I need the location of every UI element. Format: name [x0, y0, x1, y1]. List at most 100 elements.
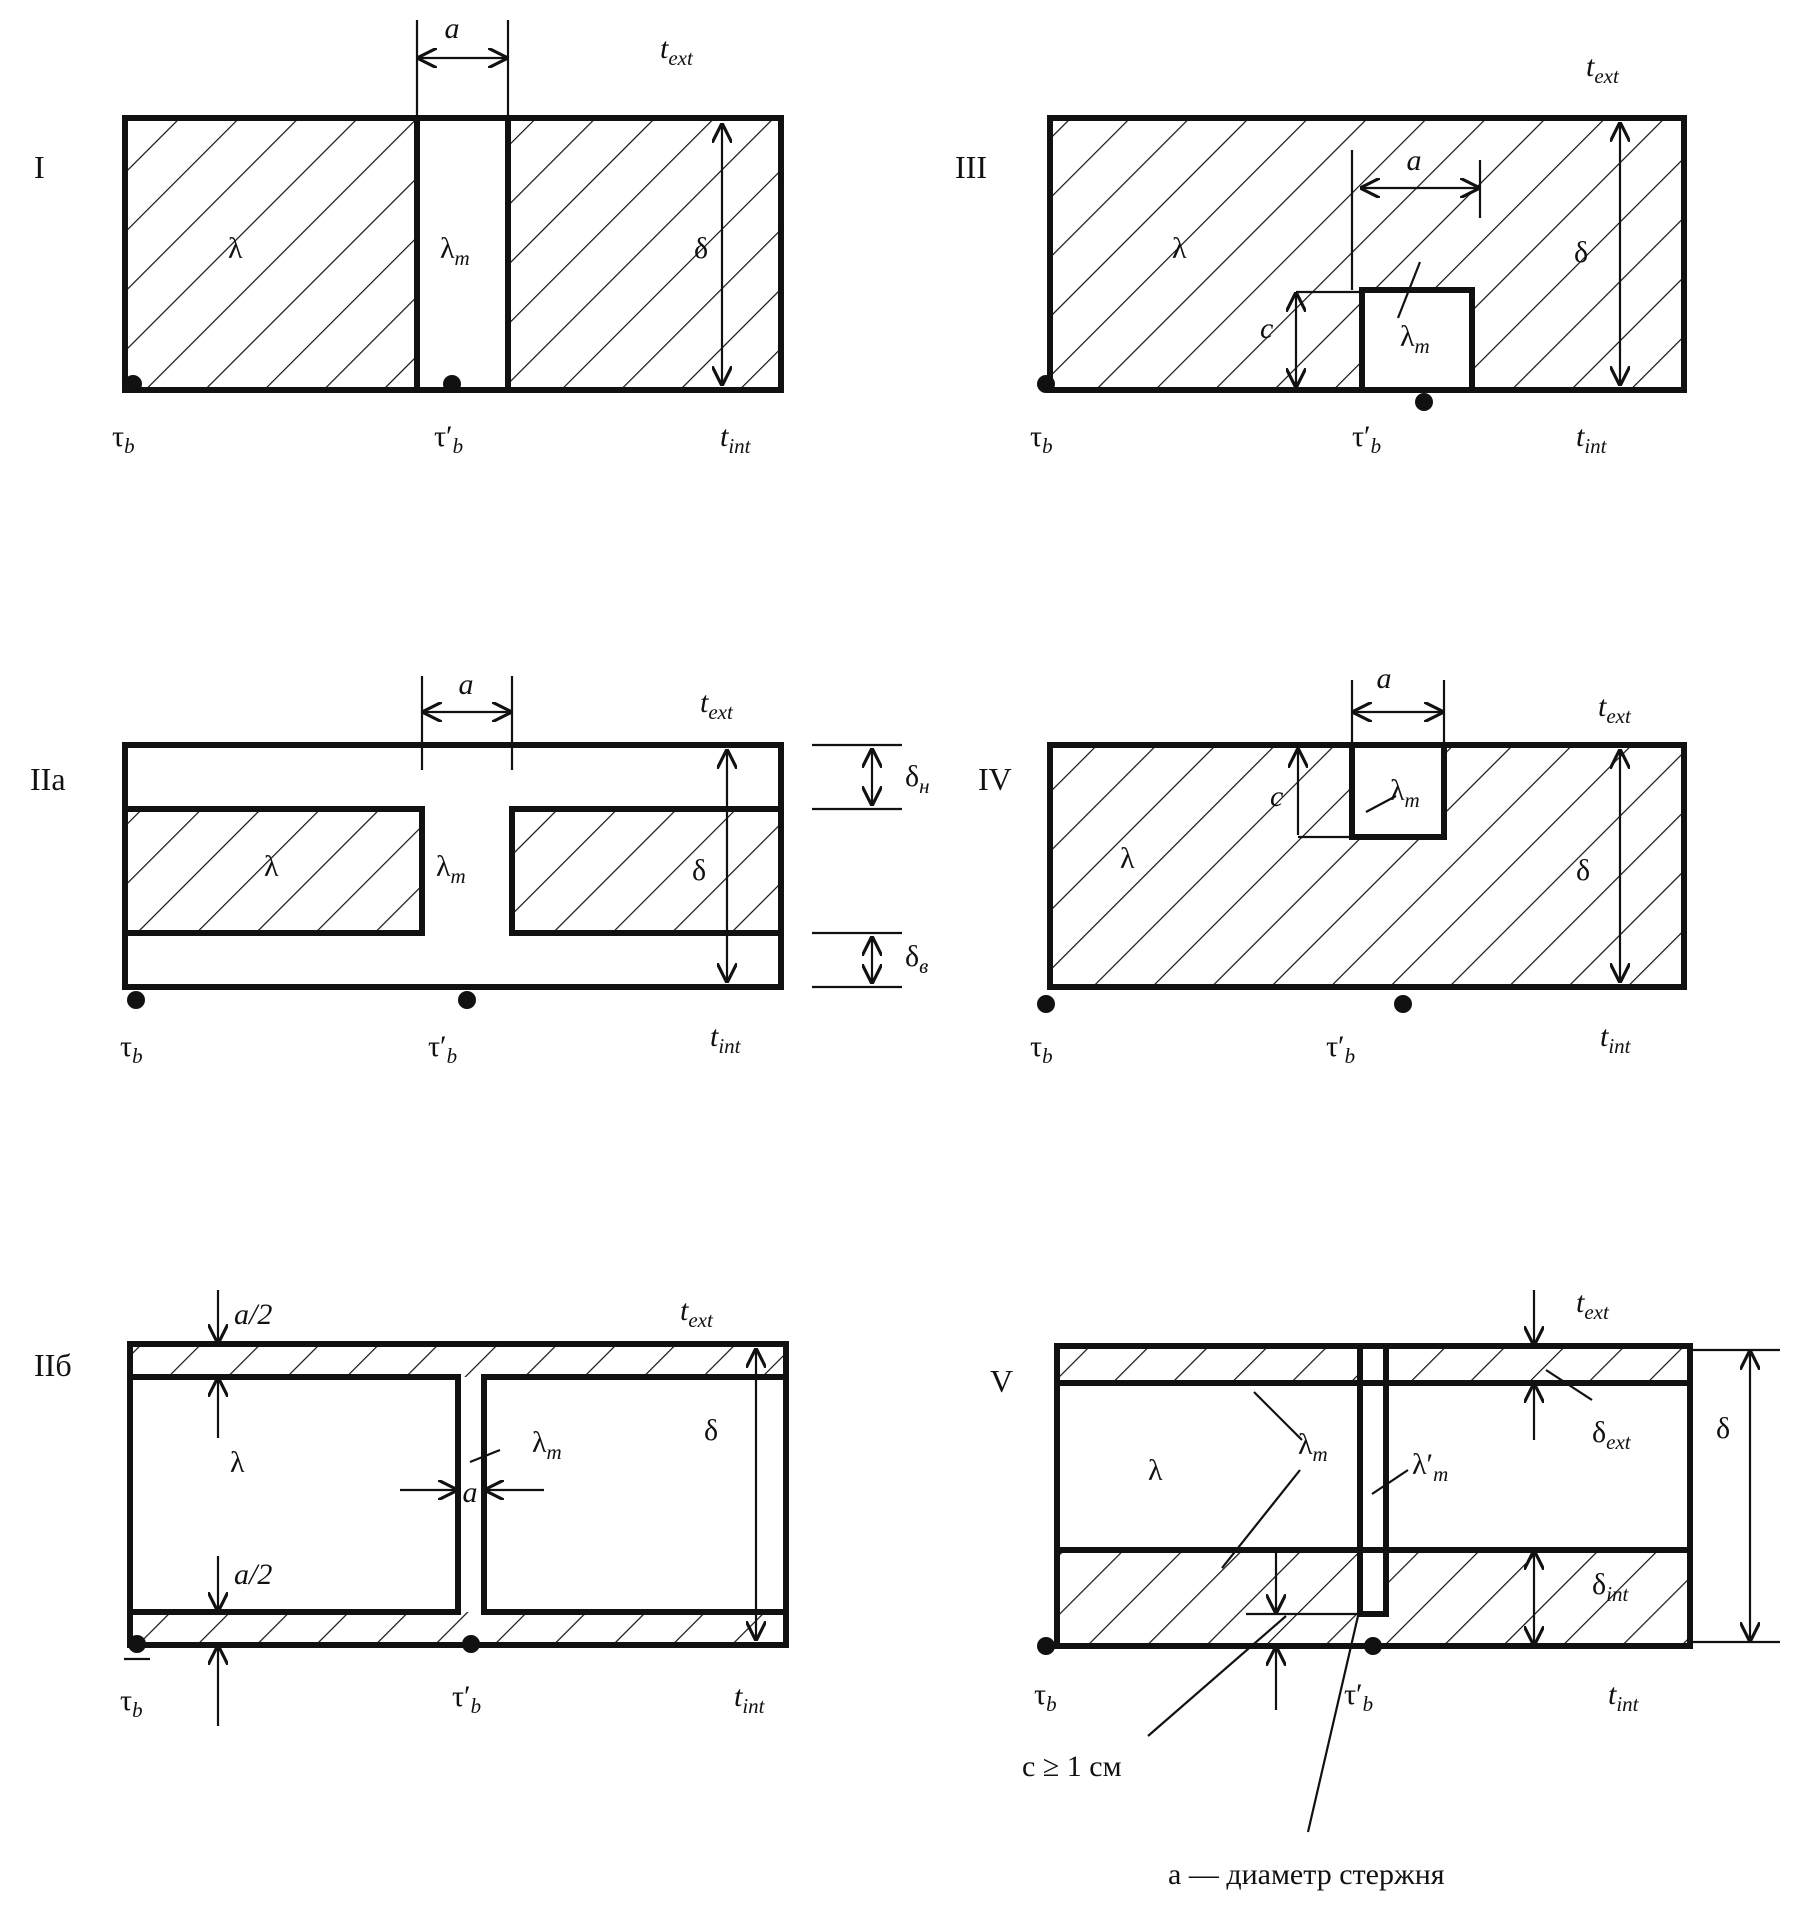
panel-V-delta-int: δint	[1592, 1568, 1629, 1606]
panel-III-label: III	[955, 149, 987, 185]
panel-V-lambda: λ	[1148, 1454, 1163, 1487]
panel-IIb: IIб a/2 a/2 a text λ λm δ τb τ′b tint	[34, 1290, 789, 1726]
panel-III-t-ext: text	[1586, 50, 1620, 88]
panel-IV-tau-b-prime: τ′b	[1326, 1030, 1355, 1068]
panel-IIb-lambda-m: λm	[532, 1426, 562, 1464]
panel-IIa-a-label: a	[459, 668, 474, 701]
panel-V-rod-fill	[1360, 1346, 1386, 1614]
panel-V-c-note-leader	[1147, 1615, 1287, 1737]
panel-V-point-tau-b	[1037, 1637, 1055, 1655]
panel-IIb-a-label: a	[463, 1476, 478, 1509]
panel-IIa: IIa a text λ λm δ δн δв τb τ′b tint	[30, 668, 930, 1068]
panel-IV: IV a c text λ λm δ τb τ′b tint	[978, 662, 1687, 1068]
panel-IIa-delta-v: δв	[905, 940, 928, 978]
panel-IIb-right-cell	[481, 1374, 786, 1615]
panel-V-delta-ext: δext	[1592, 1416, 1632, 1454]
panel-IIb-tau-b-prime: τ′b	[452, 1680, 481, 1718]
panel-IV-leader	[1365, 795, 1397, 813]
panel-IV-c-label: c	[1270, 780, 1283, 813]
panel-V-tau-b-prime: τ′b	[1344, 1678, 1373, 1716]
panel-I-tau-b-prime: τ′b	[434, 420, 463, 458]
panel-IIa-t-ext: text	[700, 686, 734, 724]
panel-IV-lambda-m: λm	[1390, 774, 1420, 812]
panel-IIa-delta: δ	[692, 854, 706, 887]
panel-IIb-label: IIб	[34, 1347, 72, 1383]
panel-IIb-a-half-top: a/2	[234, 1298, 272, 1331]
panel-I-right-layer	[508, 118, 781, 390]
panel-IIb-lambda: λ	[230, 1446, 245, 1479]
panel-IV-point-tau-b	[1037, 995, 1055, 1013]
panel-IIb-point-tau-b-prime	[462, 1635, 480, 1653]
panel-III-outline	[1047, 115, 1687, 393]
panel-I-tau-b: τb	[112, 420, 135, 458]
panel-IIa-point-tau-b-prime	[458, 991, 476, 1009]
panel-V: V text λ λm λ′m δ δext δint τb τ′b tint …	[990, 1286, 1780, 1891]
panel-IIb-bottom-skin	[130, 1612, 786, 1645]
panel-IIb-t-ext: text	[680, 1294, 714, 1332]
panel-IV-t-ext: text	[1598, 690, 1632, 728]
panel-IV-tau-b: τb	[1030, 1030, 1053, 1068]
panel-IIb-outline	[127, 1341, 789, 1648]
panel-V-point-tau-b-prime	[1364, 1637, 1382, 1655]
panel-IIa-tau-b: τb	[120, 1030, 143, 1068]
panel-I-delta: δ	[694, 232, 708, 265]
panel-III-insert-outline	[1359, 287, 1475, 390]
panel-V-tau-b: τb	[1034, 1678, 1057, 1716]
panel-IV-insert-outline	[1349, 745, 1447, 840]
panel-IIb-leader	[469, 1448, 501, 1464]
panel-III-lambda: λ	[1172, 232, 1187, 265]
panel-V-rod	[1357, 1346, 1389, 1617]
panel-I-point-tau-b-prime	[443, 375, 461, 393]
panel-I: I a text λ λm δ τb τ′b tint	[34, 12, 784, 458]
panel-III-t-int: tint	[1576, 420, 1608, 458]
panel-IIa-left-layer	[125, 809, 422, 933]
panel-V-c-note: c ≥ 1 см	[1022, 1750, 1122, 1783]
panel-IIa-right-layer	[512, 809, 781, 933]
panel-I-lambda: λ	[228, 232, 243, 265]
panel-IIb-left-cell	[130, 1374, 461, 1615]
panel-I-left-layer	[125, 118, 417, 390]
panel-IIb-delta: δ	[704, 1414, 718, 1447]
panel-IIa-tau-b-prime: τ′b	[428, 1030, 457, 1068]
panel-V-t-int: tint	[1608, 1678, 1640, 1716]
panel-V-label: V	[990, 1363, 1013, 1399]
panel-IIa-label: IIa	[30, 761, 66, 797]
panel-I-label: I	[34, 149, 45, 185]
panel-V-a-note: a — диаметр стержня	[1168, 1858, 1445, 1891]
panel-IIa-delta-n: δн	[905, 760, 930, 798]
panel-IIb-a-half-bottom: a/2	[234, 1558, 272, 1591]
panel-III-tau-b: τb	[1030, 420, 1053, 458]
panel-IIb-point-tau-b	[128, 1635, 146, 1653]
panel-V-a-note-leader	[1306, 1615, 1360, 1833]
panel-IIb-tau-b: τb	[120, 1684, 143, 1722]
panel-IV-point-tau-b-prime	[1394, 995, 1412, 1013]
panel-I-t-int: tint	[720, 420, 752, 458]
panel-IV-outline	[1047, 742, 1687, 990]
panel-I-a-label: a	[445, 12, 460, 45]
panel-V-lambda-m-prime: λ′m	[1412, 1448, 1448, 1486]
panel-I-lambda-m: λm	[440, 232, 470, 270]
panel-V-lambda-m-leader-1	[1253, 1391, 1303, 1441]
panel-III-a-label: a	[1407, 144, 1422, 177]
panel-V-lambda-m-leader-2	[1221, 1469, 1301, 1569]
panel-IV-insert-fill	[1352, 745, 1444, 837]
panel-III-lambda-m: λm	[1400, 320, 1430, 358]
panel-IV-t-int: tint	[1600, 1020, 1632, 1058]
panel-III-tau-b-prime: τ′b	[1352, 420, 1381, 458]
panel-III-insert-fill	[1362, 290, 1472, 390]
panel-IIa-lambda-m: λm	[436, 850, 466, 888]
panel-IIb-top-skin	[130, 1344, 786, 1377]
panel-V-lambda-m: λm	[1298, 1428, 1328, 1466]
panel-V-delta: δ	[1716, 1412, 1730, 1445]
panel-V-lambda-m2-leader	[1371, 1469, 1409, 1495]
panel-I-point-tau-b	[124, 375, 142, 393]
panel-III-leader	[1396, 261, 1422, 319]
panel-III-point-tau-b-prime	[1415, 393, 1433, 411]
panel-III-point-tau-b	[1037, 375, 1055, 393]
panel-IIa-left-block	[125, 806, 425, 936]
panel-IV-label: IV	[978, 761, 1012, 797]
panel-V-dext-leader	[1545, 1369, 1593, 1401]
panel-III-c-label: c	[1260, 312, 1273, 345]
panel-IV-lambda: λ	[1120, 842, 1135, 875]
